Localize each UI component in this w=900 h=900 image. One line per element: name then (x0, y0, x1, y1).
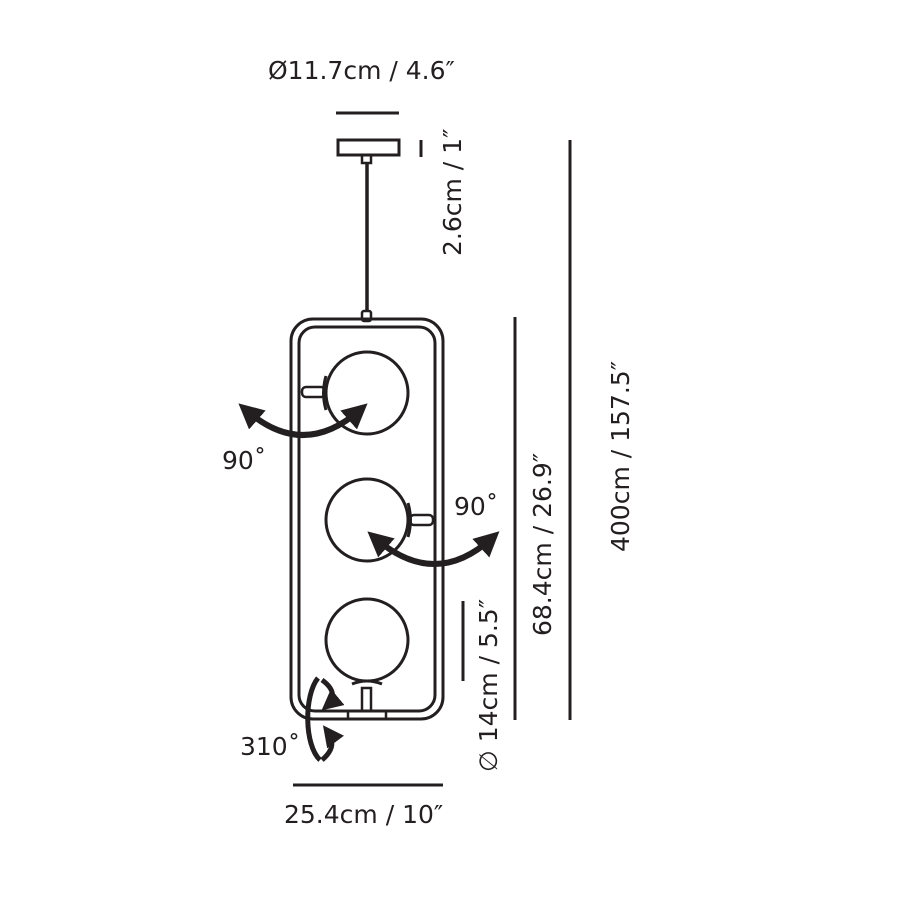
ceiling-canopy (336, 138, 401, 157)
rotation-arrow-bottom-c (320, 725, 344, 762)
rotation-middle-label: 90˚ (454, 492, 499, 521)
fixture-height-label: 68.4cm / 26.9″ (528, 452, 557, 636)
fixture-width-label: 25.4cm / 10″ (284, 800, 444, 829)
globe-bottom (324, 597, 410, 683)
rotation-arrow-bottom-a (305, 676, 322, 762)
globe-top (324, 350, 410, 436)
rotation-arrow-top (238, 403, 368, 438)
globe-diameter-label: ∅ 14cm / 5.5″ (474, 598, 503, 772)
rotation-arrow-bottom-b (320, 677, 345, 711)
frame-inner (297, 325, 437, 713)
rod-connector (360, 309, 373, 323)
frame-outer (289, 317, 445, 721)
canopy-diameter-label: Ø11.7cm / 4.6″ (268, 56, 455, 85)
rotation-arrow-middle (367, 531, 500, 567)
canopy-height-label: 2.6cm / 1″ (438, 128, 467, 256)
globe-middle (324, 477, 410, 563)
rotation-bottom-label: 310˚ (240, 732, 301, 761)
globe-bottom-holder (351, 679, 383, 686)
rotation-top-label: 90˚ (222, 446, 267, 475)
canopy-connector (360, 153, 373, 165)
overall-height-label: 400cm / 157.5″ (606, 360, 635, 552)
